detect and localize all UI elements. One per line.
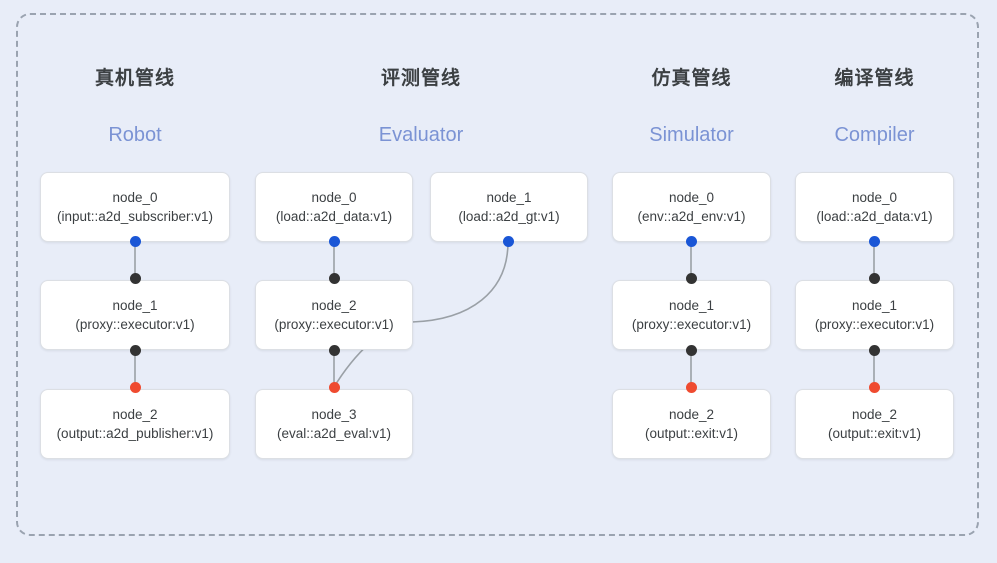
node-label-kind: (proxy::executor:v1)	[75, 317, 195, 332]
node-label-name: node_1	[851, 298, 898, 313]
port-out-robot-1[interactable]	[129, 344, 141, 356]
node-label-name: node_0	[112, 190, 158, 205]
node-label-kind: (output::exit:v1)	[644, 426, 739, 441]
column-title-evaluator: 评测管线	[380, 68, 461, 89]
node-label-kind: (input::a2d_subscriber:v1)	[56, 209, 214, 224]
node-label-name: node_0	[668, 190, 715, 205]
column-subtitle-compiler: Compiler	[834, 124, 915, 146]
port-out-compiler-1[interactable]	[868, 344, 880, 356]
node-robot-2[interactable]: node_2 (output::a2d_publisher:v1)	[40, 389, 230, 459]
node-label-name: node_1	[668, 298, 715, 313]
node-robot-0[interactable]: node_0 (input::a2d_subscriber:v1)	[40, 172, 230, 242]
node-compiler-2[interactable]: node_2 (output::exit:v1)	[795, 389, 954, 459]
node-simulator-0[interactable]: node_0 (env::a2d_env:v1)	[612, 172, 771, 242]
node-label-name: node_2	[851, 407, 898, 422]
node-label-kind: (output::a2d_publisher:v1)	[56, 426, 214, 441]
node-evaluator-2[interactable]: node_2 (proxy::executor:v1)	[255, 280, 413, 350]
port-in-evaluator-2[interactable]	[328, 272, 340, 284]
node-robot-1[interactable]: node_1 (proxy::executor:v1)	[40, 280, 230, 350]
port-out-simulator-1[interactable]	[685, 344, 697, 356]
node-evaluator-1[interactable]: node_1 (load::a2d_gt:v1)	[430, 172, 588, 242]
node-compiler-1[interactable]: node_1 (proxy::executor:v1)	[795, 280, 954, 350]
node-label-kind: (load::a2d_gt:v1)	[458, 209, 560, 224]
port-terminal-evaluator-3[interactable]	[328, 381, 340, 393]
port-out-evaluator-1[interactable]	[502, 236, 514, 247]
node-simulator-1[interactable]: node_1 (proxy::executor:v1)	[612, 280, 771, 350]
port-out-compiler-0[interactable]	[868, 236, 880, 247]
node-label-kind: (load::a2d_data:v1)	[816, 209, 933, 224]
port-in-simulator-1[interactable]	[685, 272, 697, 284]
node-simulator-2[interactable]: node_2 (output::exit:v1)	[612, 389, 771, 459]
node-label-kind: (eval::a2d_eval:v1)	[276, 426, 392, 441]
column-subtitle-simulator: Simulator	[649, 124, 734, 146]
port-in-compiler-1[interactable]	[868, 272, 880, 284]
pipeline-group-frame	[16, 13, 979, 536]
port-out-evaluator-2[interactable]	[328, 344, 340, 356]
column-title-compiler: 编译管线	[834, 68, 915, 89]
node-label-name: node_1	[486, 190, 532, 205]
port-terminal-compiler-2[interactable]	[868, 381, 880, 393]
node-evaluator-0[interactable]: node_0 (load::a2d_data:v1)	[255, 172, 413, 242]
port-out-robot-0[interactable]	[129, 236, 141, 247]
column-subtitle-evaluator: Evaluator	[378, 124, 464, 146]
node-label-name: node_2	[668, 407, 715, 422]
node-label-name: node_1	[112, 298, 158, 313]
node-label-kind: (load::a2d_data:v1)	[275, 209, 393, 224]
port-out-evaluator-0[interactable]	[328, 236, 340, 247]
node-label-kind: (proxy::executor:v1)	[631, 317, 752, 332]
node-compiler-0[interactable]: node_0 (load::a2d_data:v1)	[795, 172, 954, 242]
node-evaluator-3[interactable]: node_3 (eval::a2d_eval:v1)	[255, 389, 413, 459]
node-label-name: node_2	[112, 407, 158, 422]
node-label-kind: (proxy::executor:v1)	[814, 317, 935, 332]
node-label-name: node_0	[851, 190, 898, 205]
node-label-kind: (proxy::executor:v1)	[274, 317, 394, 332]
port-terminal-simulator-2[interactable]	[685, 381, 697, 393]
node-label-kind: (output::exit:v1)	[827, 426, 922, 441]
column-subtitle-robot: Robot	[108, 124, 162, 146]
column-title-robot: 真机管线	[94, 68, 175, 89]
port-in-robot-1[interactable]	[129, 272, 141, 284]
port-out-simulator-0[interactable]	[685, 236, 697, 247]
node-label-name: node_0	[311, 190, 357, 205]
port-terminal-robot-2[interactable]	[129, 381, 141, 393]
node-label-kind: (env::a2d_env:v1)	[637, 209, 746, 224]
column-title-simulator: 仿真管线	[651, 68, 732, 89]
node-label-name: node_2	[311, 298, 357, 313]
node-label-name: node_3	[311, 407, 357, 422]
